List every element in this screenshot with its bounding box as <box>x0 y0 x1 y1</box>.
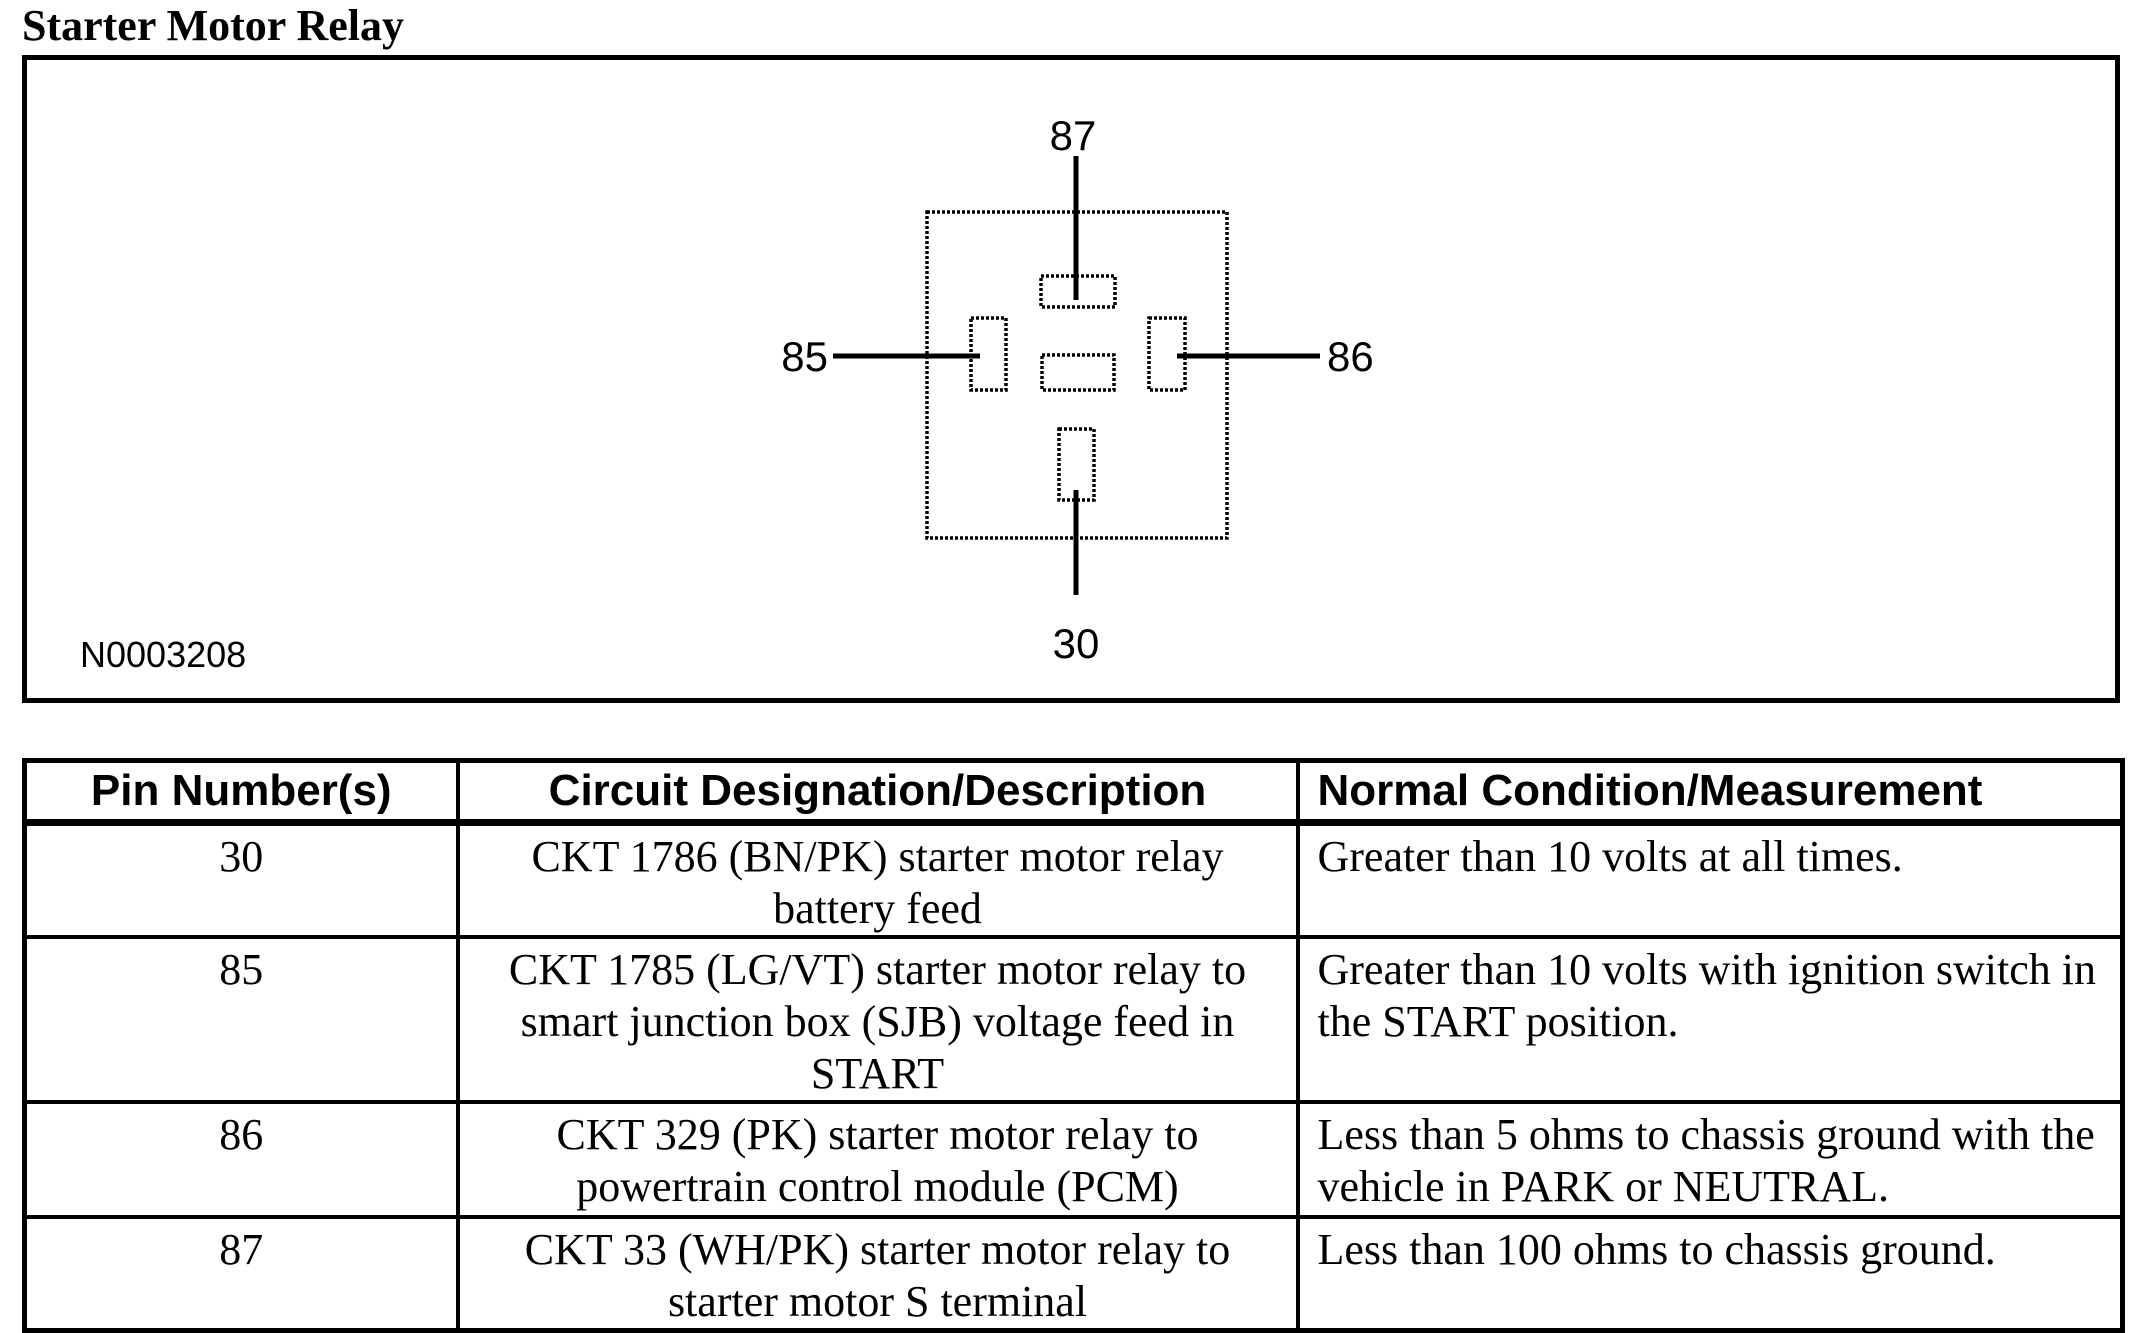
pin-number-cell: 30 <box>22 820 460 939</box>
pin-85-label: 85 <box>781 333 828 380</box>
header-circuit-designation: Circuit Designation/Description <box>455 758 1300 826</box>
circuit-cell: CKT 329 (PK) starter motor relay to powe… <box>455 1100 1300 1219</box>
page-title: Starter Motor Relay <box>22 1 405 50</box>
header-normal-condition: Normal Condition/Measurement <box>1295 758 2125 826</box>
condition-cell: Greater than 10 volts with ignition swit… <box>1295 935 2125 1104</box>
figure-frame: 87 85 86 30 N0003208 <box>22 55 2120 703</box>
circuit-cell: CKT 33 (WH/PK) starter motor relay to st… <box>455 1215 1300 1333</box>
relay-pinout-diagram: 87 85 86 30 N0003208 <box>80 112 1374 675</box>
condition-cell: Less than 5 ohms to chassis ground with … <box>1295 1100 2125 1219</box>
pin-number-cell: 87 <box>22 1215 460 1333</box>
header-pin-numbers: Pin Number(s) <box>22 758 460 826</box>
figure-id-label: N0003208 <box>80 634 246 675</box>
pin-number-cell: 86 <box>22 1100 460 1219</box>
center-slot <box>1040 353 1116 392</box>
condition-cell: Greater than 10 volts at all times. <box>1295 820 2125 939</box>
circuit-cell: CKT 1785 (LG/VT) starter motor relay to … <box>455 935 1300 1104</box>
table-row-pin-86: 86 CKT 329 (PK) starter motor relay to p… <box>22 1100 2125 1219</box>
pin-87-label: 87 <box>1050 112 1097 159</box>
circuit-cell: CKT 1786 (BN/PK) starter motor relay bat… <box>455 820 1300 939</box>
condition-cell: Less than 100 ohms to chassis ground. <box>1295 1215 2125 1333</box>
table-header-row: Pin Number(s) Circuit Designation/Descri… <box>22 758 2125 826</box>
pin-86-label: 86 <box>1327 333 1374 380</box>
pin-30-slot <box>1057 427 1096 502</box>
pin-table: Pin Number(s) Circuit Designation/Descri… <box>22 758 2125 1333</box>
pin-number-cell: 85 <box>22 935 460 1104</box>
pin-30-label: 30 <box>1053 620 1100 667</box>
table-row-pin-85: 85 CKT 1785 (LG/VT) starter motor relay … <box>22 935 2125 1104</box>
table-row-pin-30: 30 CKT 1786 (BN/PK) starter motor relay … <box>22 820 2125 939</box>
table-row-pin-87: 87 CKT 33 (WH/PK) starter motor relay to… <box>22 1215 2125 1333</box>
